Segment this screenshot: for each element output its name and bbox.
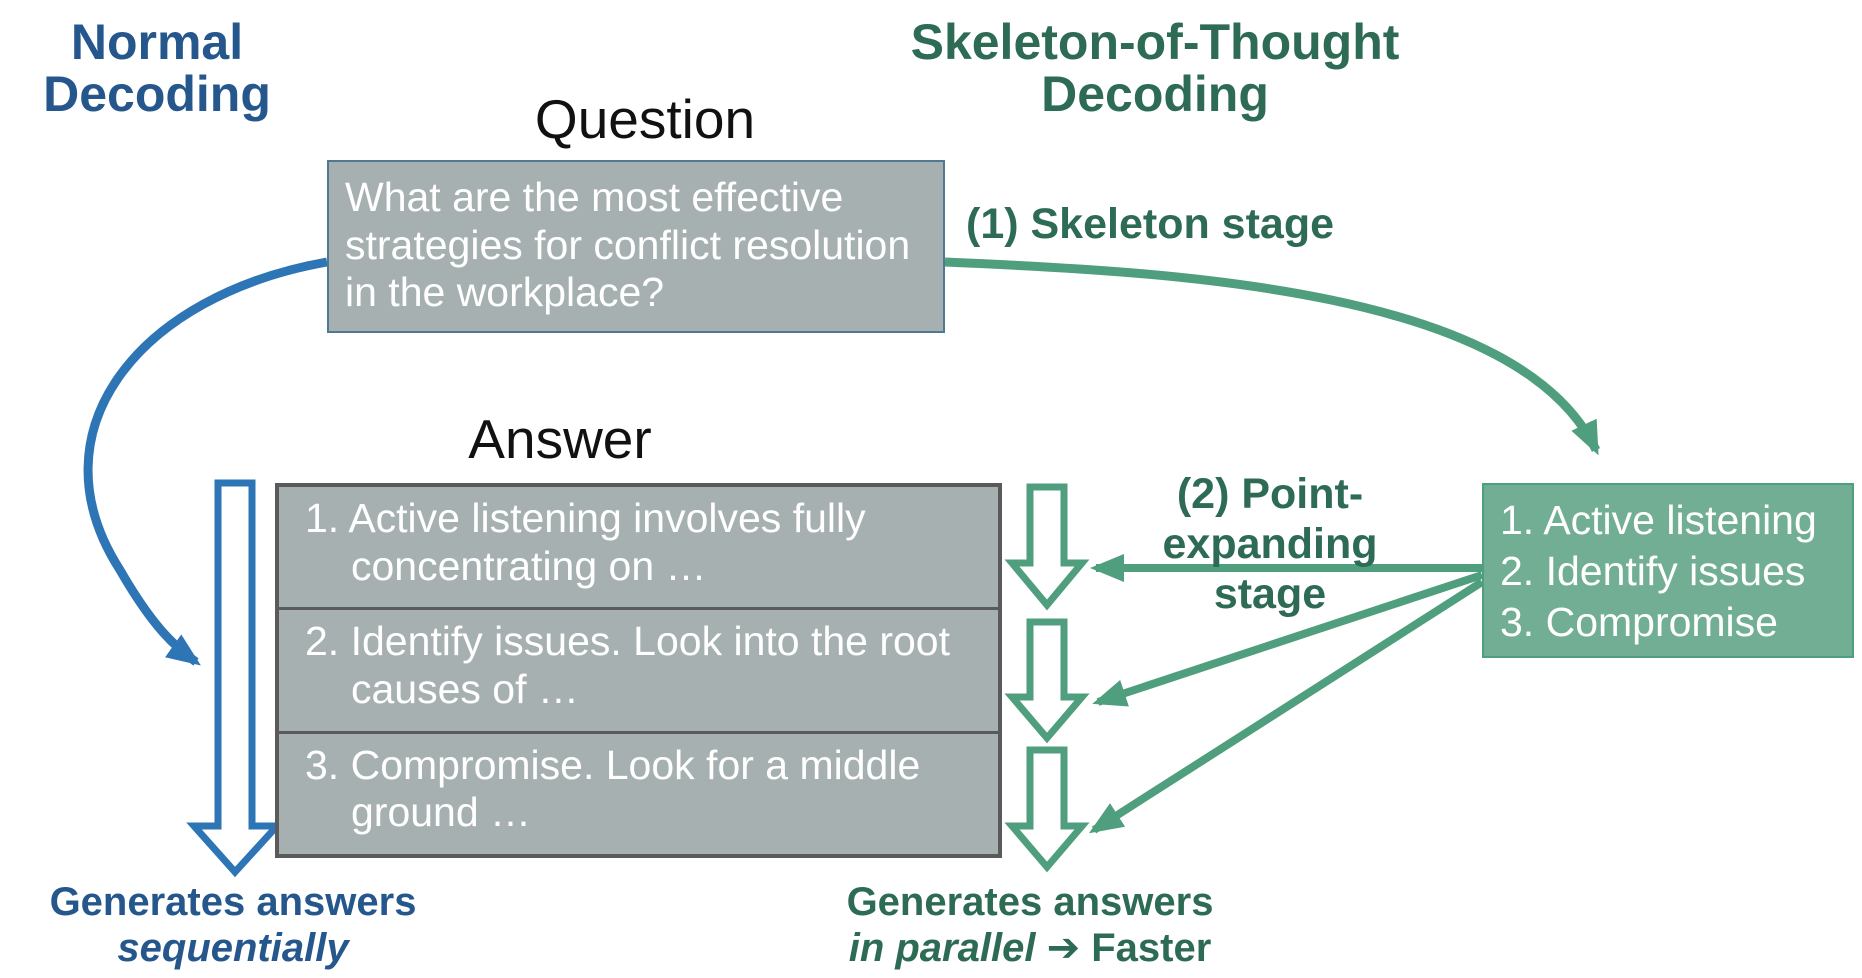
answer-heading: Answer (468, 408, 652, 470)
answer-point-1: 1. Active listening involves fully conce… (305, 495, 866, 589)
sot-decoding-title-line1: Skeleton-of-Thought (910, 14, 1400, 70)
answer-point-2: 2. Identify issues. Look into the root c… (279, 607, 998, 730)
skeleton-point-3: 3. Compromise (1500, 598, 1778, 645)
skeleton-stage-label: (1) Skeleton stage (966, 200, 1334, 248)
sequential-caption-line2: sequentially (117, 925, 349, 970)
point-expanding-stage-label: (2) Point-expanding stage (1072, 470, 1468, 620)
parallel-hollow-arrow-3 (1004, 746, 1090, 873)
point-expanding-stage-line2: stage (1213, 569, 1327, 618)
sot-decoding-title-line2: Decoding (1041, 66, 1269, 122)
faster-arrow-icon: ➔ (1046, 925, 1081, 970)
sot-decoding-title: Skeleton-of-Thought Decoding (855, 16, 1455, 120)
skeleton-stage-curve-arrow (944, 257, 1601, 456)
skeleton-box: 1. Active listening 2. Identify issues 3… (1482, 483, 1854, 658)
sequential-caption: Generates answers sequentially (33, 880, 433, 971)
normal-decoding-title-line2: Decoding (43, 66, 271, 122)
question-box: What are the most effective strategies f… (327, 160, 945, 333)
parallel-caption-line1: Generates answers (846, 880, 1214, 924)
sequential-caption-line1: Generates answers (49, 880, 417, 924)
question-heading: Question (534, 88, 756, 150)
answer-point-3: 3. Compromise. Look for a middle ground … (279, 730, 998, 854)
parallel-caption-italic: in parallel (848, 925, 1036, 970)
question-text: What are the most effective strategies f… (345, 174, 911, 316)
parallel-caption-faster: Faster (1091, 925, 1212, 970)
sequential-hollow-arrow (186, 479, 285, 878)
normal-decoding-title: Normal Decoding (0, 16, 314, 120)
skeleton-point-2: 2. Identify issues (1500, 547, 1806, 594)
normal-decoding-title-line1: Normal (70, 14, 244, 70)
parallel-caption-line2: in parallel ➔ Faster (790, 926, 1270, 972)
point-expanding-stage-line1: (2) Point-expanding (1162, 470, 1378, 568)
parallel-caption: Generates answers in parallel ➔ Faster (790, 880, 1270, 971)
answer-box: 1. Active listening involves fully conce… (275, 483, 1002, 858)
skeleton-point-1: 1. Active listening (1500, 497, 1817, 543)
parallel-hollow-arrow-2 (1004, 618, 1090, 744)
